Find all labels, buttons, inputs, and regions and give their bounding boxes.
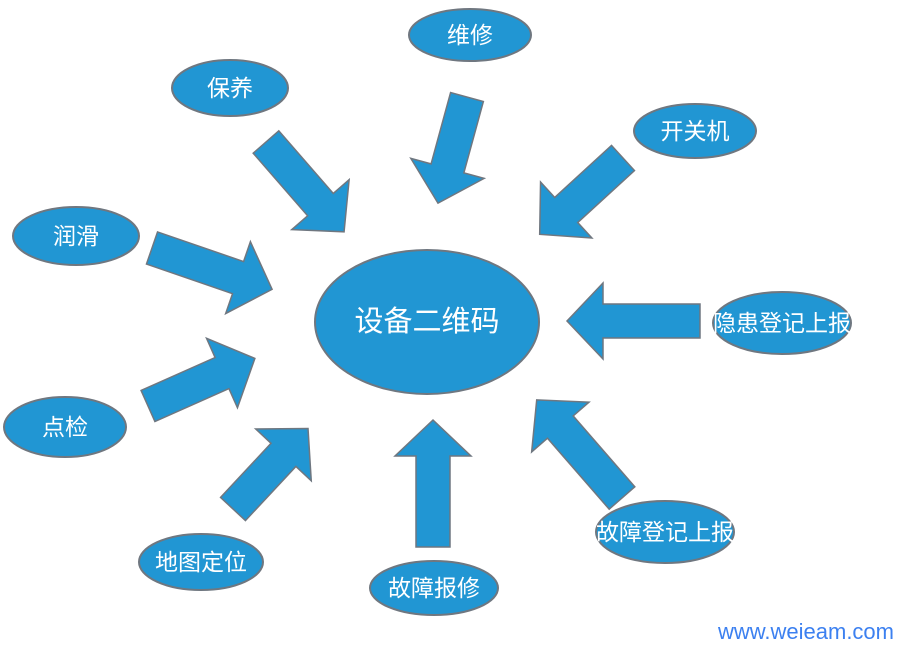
node-runhua: 润滑	[12, 206, 140, 266]
node-dituding-label: 地图定位	[155, 549, 247, 575]
node-kaiguanji: 开关机	[633, 103, 757, 159]
center-node-label: 设备二维码	[354, 305, 499, 338]
node-dianjian-label: 点检	[42, 414, 88, 440]
node-guzhangbaoxiu-label: 故障报修	[388, 575, 480, 601]
node-runhua-label: 润滑	[53, 223, 99, 249]
arrow-from-kaiguanji	[538, 144, 636, 239]
arrow-from-dianjian	[140, 336, 256, 423]
arrow-from-baoyang	[252, 129, 351, 233]
node-guzhangdengji: 故障登记上报	[595, 500, 735, 564]
node-weixiu-label: 维修	[447, 22, 493, 48]
node-guzhangbaoxiu: 故障报修	[369, 560, 499, 616]
node-yinhuandengji-label: 隐患登记上报	[713, 310, 851, 336]
center-node: 设备二维码	[314, 249, 540, 395]
watermark-text: www.weieam.com	[717, 619, 894, 644]
arrow-from-guzhangdengji	[530, 399, 636, 511]
node-baoyang-label: 保养	[207, 75, 253, 101]
arrow-from-weixiu	[409, 91, 487, 205]
node-kaiguanji-label: 开关机	[661, 118, 730, 144]
node-yinhuandengji: 隐患登记上报	[712, 291, 852, 355]
node-guzhangdengji-label: 故障登记上报	[596, 519, 734, 545]
arrow-from-yinhuandengji	[565, 281, 701, 361]
node-dituding: 地图定位	[138, 533, 264, 591]
arrow-from-dituding	[219, 427, 313, 522]
node-dianjian: 点检	[3, 396, 127, 458]
node-baoyang: 保养	[171, 59, 289, 117]
node-weixiu: 维修	[408, 8, 532, 62]
arrow-from-guzhangbaoxiu	[393, 418, 473, 548]
arrow-from-runhua	[145, 230, 274, 316]
